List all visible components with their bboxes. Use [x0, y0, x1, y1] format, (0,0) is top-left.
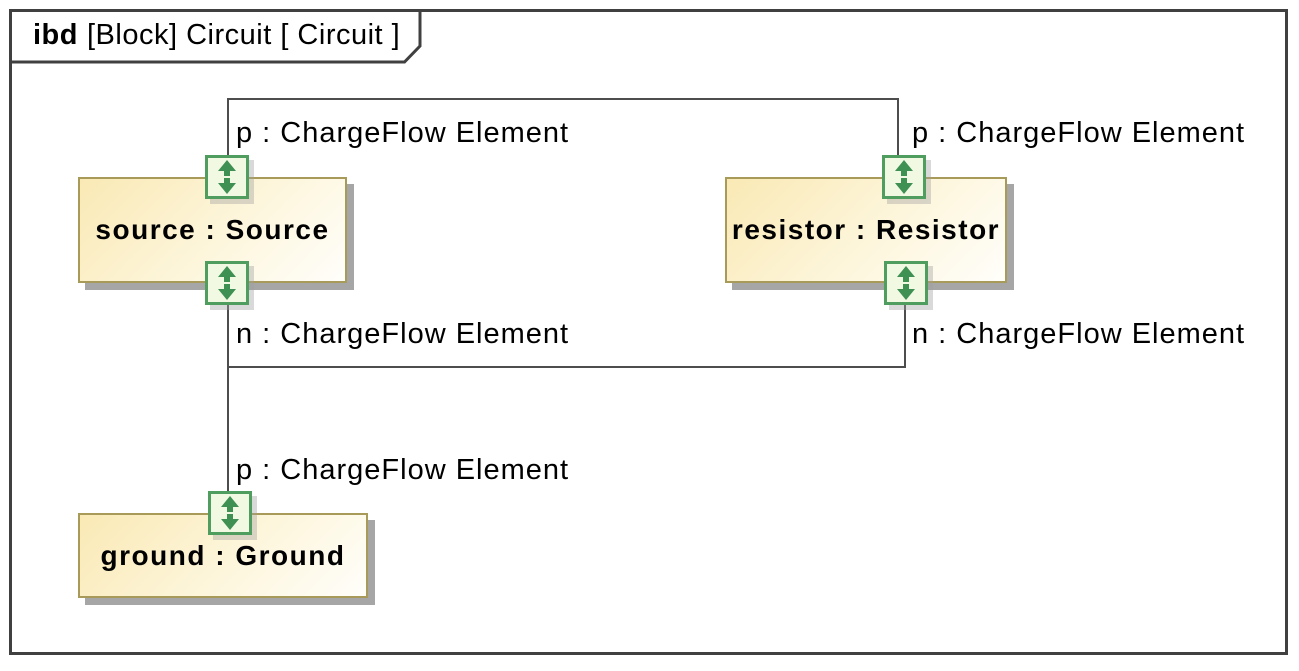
part-block-ground-label: ground : Ground [100, 539, 346, 571]
connector-sourceP-resistorP-segment-top[interactable] [227, 98, 899, 100]
port-resistor-p[interactable] [882, 155, 926, 199]
connector-sourceN-resistorN-segment-mid[interactable] [227, 366, 906, 368]
part-block-resistor[interactable]: resistor : Resistor [725, 177, 1007, 283]
port-label-source-n[interactable]: n : ChargeFlow Element [236, 318, 570, 350]
port-label-resistor-n[interactable]: n : ChargeFlow Element [912, 318, 1246, 350]
inout-arrows-icon [221, 496, 239, 530]
connector-sourceP-resistorP-segment-right[interactable] [897, 98, 899, 156]
port-label-resistor-p[interactable]: p : ChargeFlow Element [912, 117, 1246, 149]
inout-arrows-icon [895, 160, 913, 194]
diagram-kind-keyword: ibd [33, 19, 78, 51]
port-source-p[interactable] [205, 155, 249, 199]
connector-sourceP-resistorP-segment-left[interactable] [227, 98, 229, 156]
port-label-source-p[interactable]: p : ChargeFlow Element [236, 117, 570, 149]
inout-arrows-icon [218, 160, 236, 194]
diagram-title: ibd [Block] Circuit [ Circuit ] [33, 19, 400, 51]
port-label-ground-p[interactable]: p : ChargeFlow Element [236, 454, 570, 486]
inout-arrows-icon [897, 266, 915, 300]
part-block-source-label: source : Source [95, 214, 330, 245]
part-block-resistor-label: resistor : Resistor [731, 214, 1001, 245]
connector-sourceN-groundP-segment[interactable] [227, 304, 229, 492]
connector-sourceN-resistorN-segment-right[interactable] [904, 304, 906, 367]
diagram-title-tab [9, 9, 422, 64]
inout-arrows-icon [218, 266, 236, 300]
diagram-title-text: [Block] Circuit [ Circuit ] [87, 19, 401, 51]
port-resistor-n[interactable] [884, 261, 928, 305]
diagram-frame [9, 9, 1288, 655]
port-source-n[interactable] [205, 261, 249, 305]
port-ground-p[interactable] [208, 491, 252, 535]
